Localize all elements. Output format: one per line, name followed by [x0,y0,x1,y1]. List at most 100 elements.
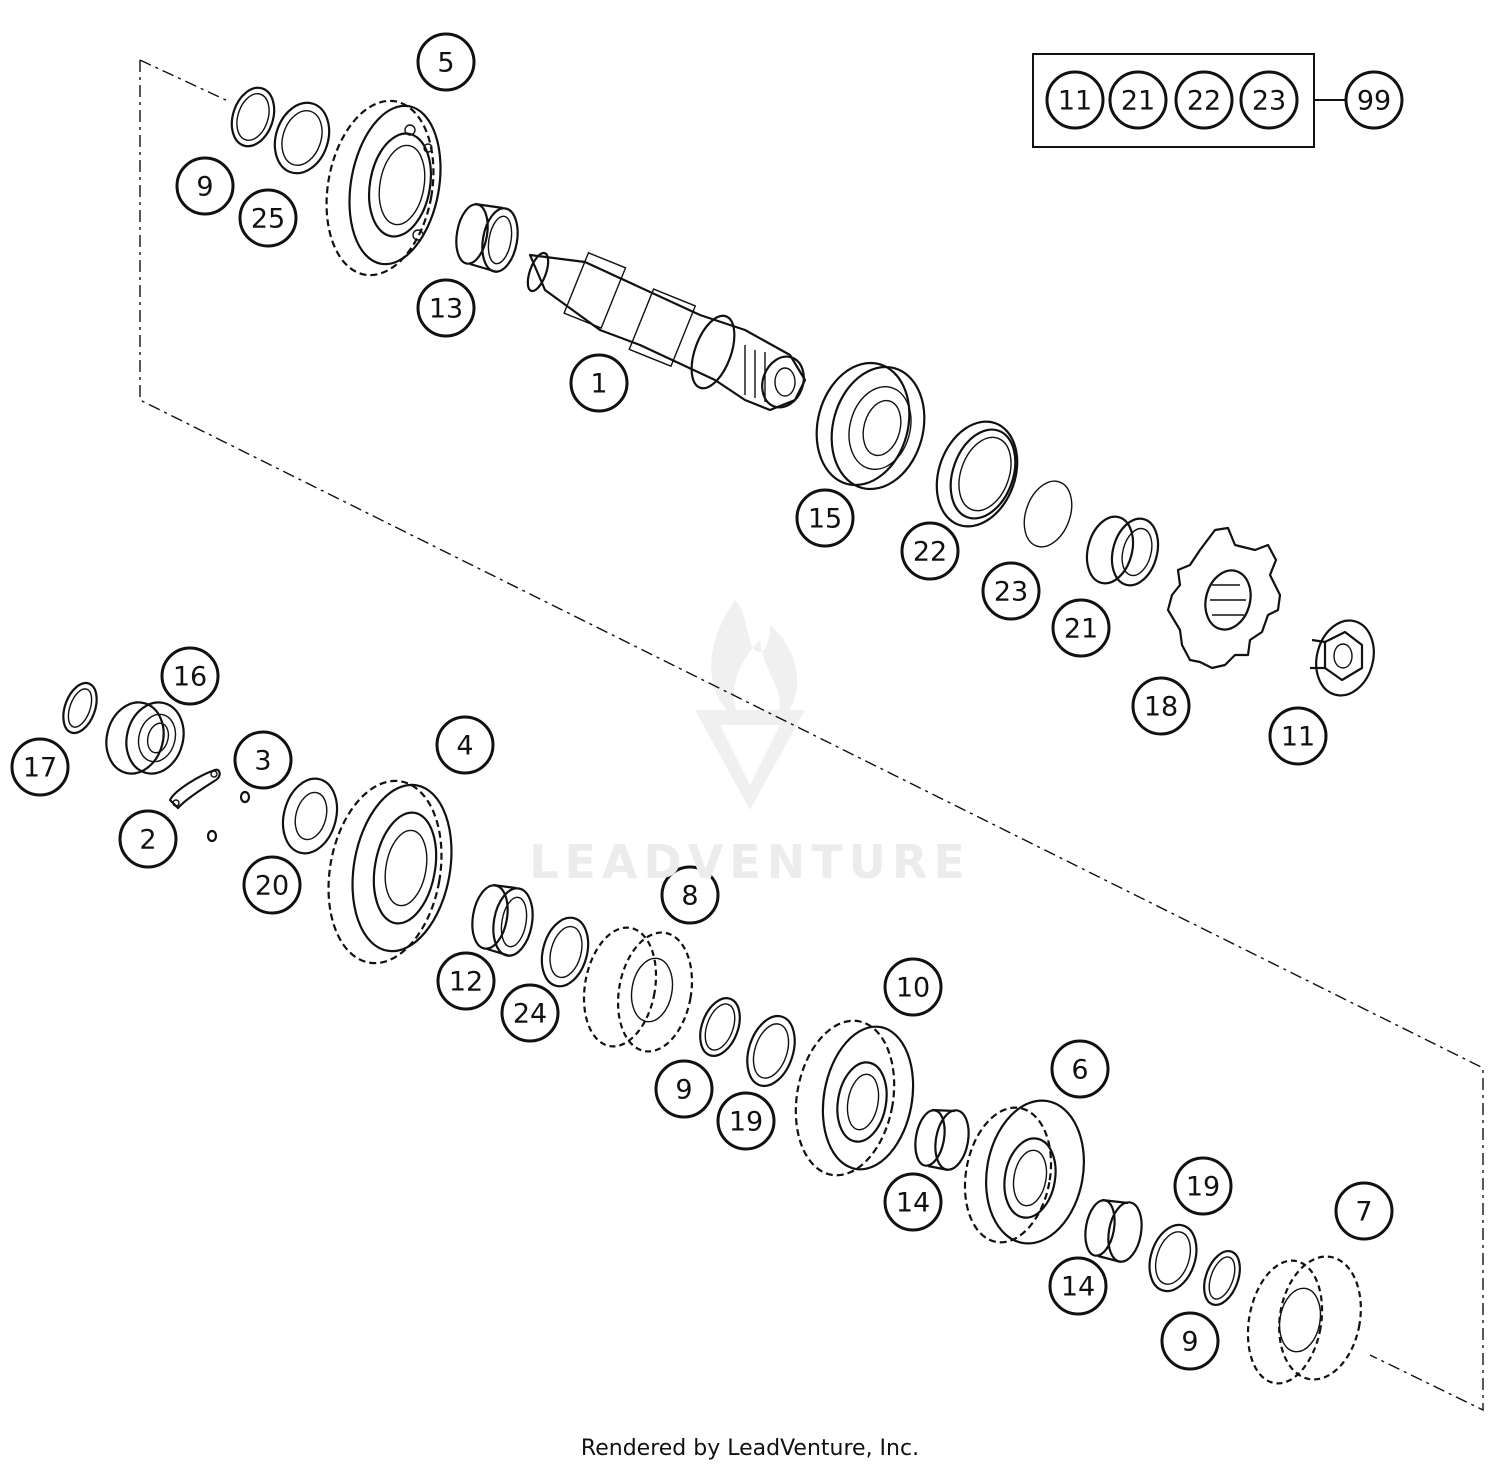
washer-part-20 [281,777,339,855]
callout-label: 23 [994,577,1028,608]
circlip-part-9-lower [1203,1250,1241,1306]
callout-c20: 20 [242,855,302,915]
callout-circle [1173,1156,1233,1216]
kit-callout-22-label: 22 [1187,86,1221,117]
callout-circle [795,488,855,548]
circlip-part-9-upper [230,86,276,148]
callout-circle [160,646,220,706]
gear-part-6 [963,1099,1085,1245]
needle-bearing-part-12 [471,883,534,958]
callout-label: 10 [896,973,930,1004]
callout-label: 1 [590,369,607,400]
ball-bearing-part-16 [105,701,185,775]
callout-circle [416,278,476,338]
assembly-boundary [139,59,1484,1412]
callout-circle [883,1172,943,1232]
callout-circle [435,715,495,775]
gear-part-5 [325,99,442,277]
callout-label: 5 [437,48,454,79]
callout-c14a: 14 [883,1172,943,1232]
callout-label: 16 [173,662,207,693]
kit-box [1032,53,1315,148]
callout-circle [654,1059,714,1119]
main-shaft-part-1 [526,251,807,412]
callout-circle [1268,706,1328,766]
callout-c19b: 19 [1173,1156,1233,1216]
callout-circle [1050,1039,1110,1099]
callout-circle [569,353,629,413]
callout-label: 14 [1061,1272,1095,1303]
callout-circle [1160,1311,1220,1371]
callout-c12: 12 [436,951,496,1011]
gear-part-4 [327,779,453,965]
needle-bearing-part-13 [455,202,519,274]
callout-label: 20 [255,871,289,902]
washer-part-19-middle [746,1014,796,1088]
gear-part-8 [582,926,694,1053]
kit-callout-99-label: 99 [1357,86,1391,117]
callout-c8: 8 [660,865,720,925]
footer-credit: Rendered by LeadVenture, Inc. [580,1436,920,1461]
kit-callout-21: 21 [1108,70,1168,130]
callout-c13: 13 [416,278,476,338]
callout-c17: 17 [10,737,70,797]
callout-circle [1048,1256,1108,1316]
callout-c7: 7 [1334,1181,1394,1241]
washer-part-24 [540,916,590,988]
kit-callout-11: 11 [1045,70,1105,130]
callout-circle [716,1091,776,1151]
callout-c22: 22 [900,521,960,581]
callout-label: 7 [1355,1197,1372,1228]
callout-label: 8 [681,881,698,912]
callout-c18: 18 [1131,676,1191,736]
callout-circle [1131,676,1191,736]
callout-c2: 2 [118,809,178,869]
callout-label: 9 [196,172,213,203]
callout-label: 18 [1144,692,1178,723]
callout-label: 25 [251,204,285,235]
callout-circle [981,561,1041,621]
callout-circle [436,951,496,1011]
screw-part-3 [206,790,251,843]
callout-circle [233,730,293,790]
watermark-logo [695,600,805,810]
kit-callout-99: 99 [1344,70,1404,130]
callout-circle [10,737,70,797]
kit-callout-22: 22 [1174,70,1234,130]
kit-callout-23: 23 [1239,70,1299,130]
needle-bearing-part-14-left [914,1108,970,1172]
gear-part-7 [1246,1255,1362,1385]
callout-circle [1334,1181,1394,1241]
callout-c6: 6 [1050,1039,1110,1099]
kit-callouts: 11 21 22 23 99 [1045,70,1404,130]
shaft-seal-part-22 [935,420,1019,528]
callout-c9a: 9 [175,156,235,216]
washer-part-19-right [1148,1223,1198,1293]
callout-c5: 5 [416,32,476,92]
washer-part-25 [273,101,331,175]
callout-c16: 16 [160,646,220,706]
watermark-text: LEADVENTURE [529,835,971,889]
callout-c25: 25 [238,188,298,248]
callout-label: 21 [1064,614,1098,645]
callout-c23: 23 [981,561,1041,621]
callout-c19a: 19 [716,1091,776,1151]
callout-c15: 15 [795,488,855,548]
callout-circle [416,32,476,92]
gear-part-10 [794,1019,915,1177]
o-ring-part-23 [1023,480,1073,548]
callout-label: 15 [808,504,842,535]
callout-label: 3 [254,746,271,777]
callout-c9b: 9 [654,1059,714,1119]
collar-nut-part-11 [1310,619,1375,697]
callout-c24: 24 [500,983,560,1043]
ball-bearing-part-15 [815,361,926,491]
callout-label: 9 [1181,1327,1198,1358]
callout-c9c: 9 [1160,1311,1220,1371]
callout-circle [660,865,720,925]
callout-label: 9 [675,1075,692,1106]
callout-circle [1051,598,1111,658]
spacer-sleeve-part-21 [1085,515,1160,587]
